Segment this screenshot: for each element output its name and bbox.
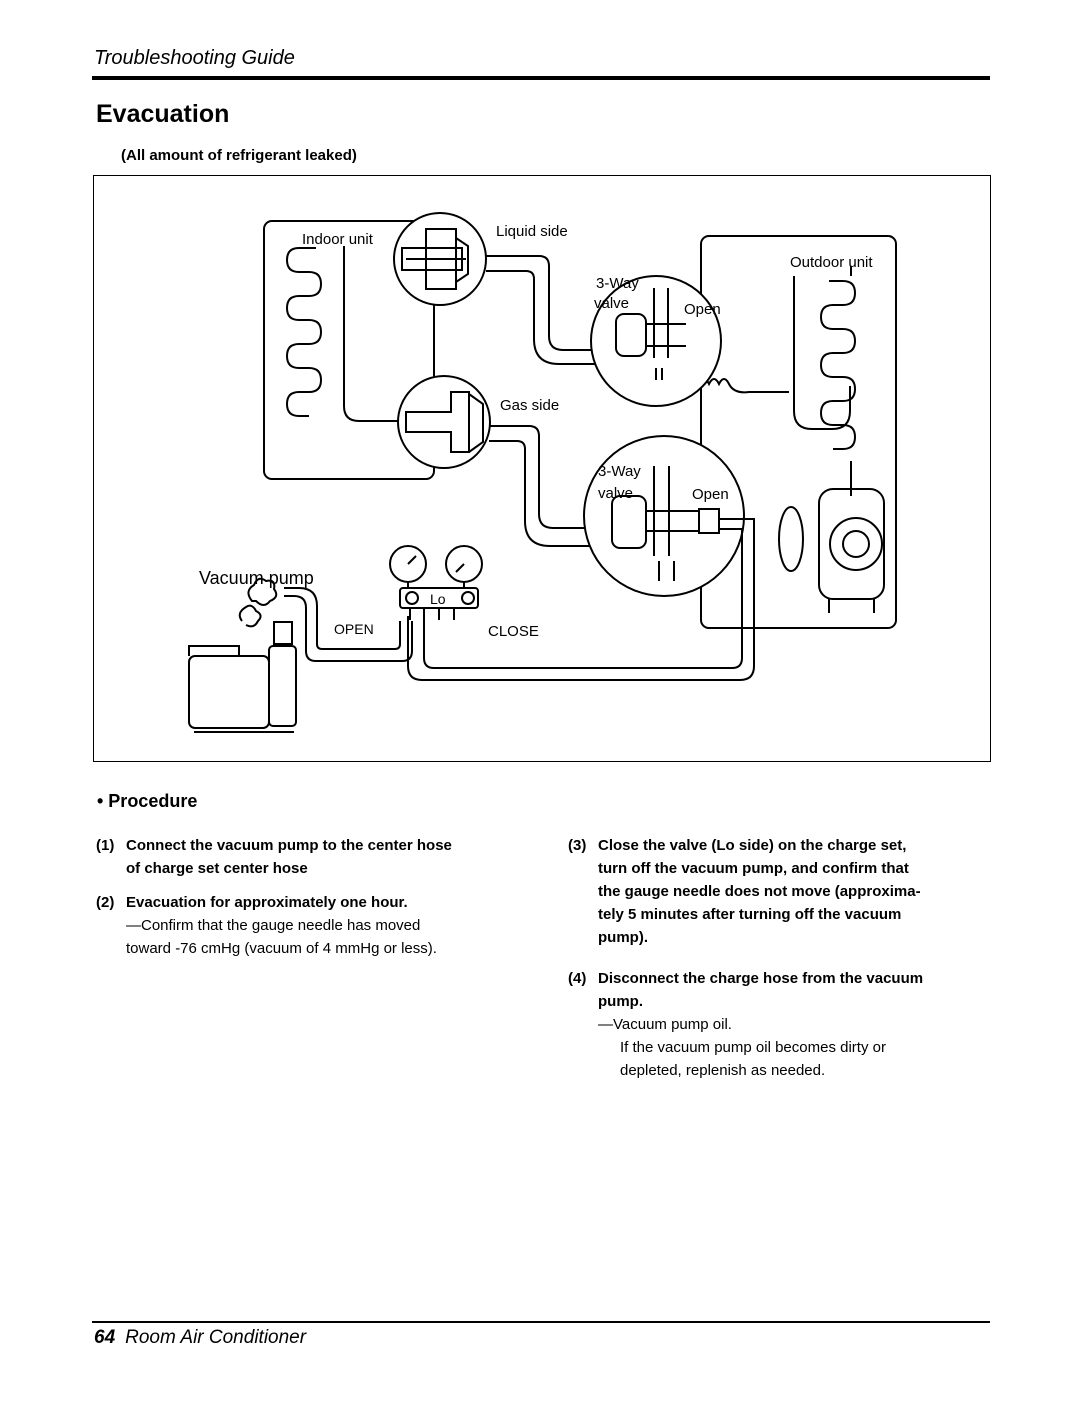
- step-note: —Vacuum pump oil.: [598, 1016, 732, 1033]
- procedure-step-2: (2) Evacuation for approximately one hou…: [96, 891, 526, 914]
- procedure-step-1: (1) Connect the vacuum pump to the cente…: [96, 834, 526, 880]
- page-footer: 64 Room Air Conditioner: [94, 1327, 306, 1349]
- step-number: (3): [568, 837, 587, 854]
- step-note: depleted, replenish as needed.: [620, 1062, 826, 1079]
- indoor-unit-body: [263, 220, 435, 480]
- section-subheading: (All amount of refrigerant leaked): [121, 147, 357, 164]
- manifold-close-label: CLOSE: [488, 623, 539, 640]
- step-text: Close the valve (Lo side) on the charge …: [598, 837, 907, 854]
- evacuation-diagram-drawing: Indoor unit Liquid side Outdoor unit 3-W…: [188, 212, 897, 733]
- procedure-column-right: (3) Close the valve (Lo side) on the cha…: [568, 834, 993, 1082]
- header-rule: [92, 76, 990, 80]
- procedure-step-4: (4) Disconnect the charge hose from the …: [568, 967, 993, 1013]
- step-note: If the vacuum pump oil becomes dirty or: [620, 1039, 886, 1056]
- procedure-step-3: (3) Close the valve (Lo side) on the cha…: [568, 834, 993, 949]
- procedure-column-left: (1) Connect the vacuum pump to the cente…: [96, 834, 526, 960]
- liquid-valve-valve-label: valve: [594, 295, 629, 312]
- header-title: Troubleshooting Guide: [94, 47, 295, 69]
- gas-side-label: Gas side: [500, 397, 559, 414]
- outdoor-pipe-right: [793, 276, 851, 430]
- gas-valve-valve-label: valve: [598, 485, 633, 502]
- exhaust-puff: [238, 577, 278, 628]
- evacuation-diagram: Indoor unit Liquid side Outdoor unit 3-W…: [93, 175, 991, 762]
- outdoor-unit-label: Outdoor unit: [790, 254, 873, 271]
- liquid-3way-valve-magnifier: [590, 275, 722, 407]
- step-text: tely 5 minutes after turning off the vac…: [598, 906, 902, 923]
- footer-title: Room Air Conditioner: [125, 1327, 307, 1348]
- step-text: pump.: [598, 993, 643, 1010]
- step-note: toward -76 cmHg (vacuum of 4 mmHg or les…: [126, 940, 437, 957]
- vacuum-pump-body: [188, 655, 270, 729]
- step-text: pump).: [598, 929, 648, 946]
- pump-fitting: [273, 621, 293, 645]
- step-text: Disconnect the charge hose from the vacu…: [598, 970, 924, 987]
- compressor-port: [829, 517, 883, 571]
- gas-flare-magnifier: [397, 375, 491, 469]
- manifold-open-label: OPEN: [334, 621, 374, 637]
- step-number: (1): [96, 837, 115, 854]
- liquid-pipe: [486, 255, 629, 365]
- manifold-lo-label: Lo: [430, 591, 446, 607]
- charge-hose: [407, 518, 755, 681]
- gas-valve-open-label: Open: [692, 486, 729, 503]
- indoor-pipe: [343, 246, 404, 422]
- step-text: of charge set center hose: [126, 860, 308, 877]
- step-text: Evacuation for approximately one hour.: [126, 894, 408, 911]
- page-number: 64: [94, 1327, 116, 1348]
- section-title: Evacuation: [96, 100, 230, 128]
- indoor-unit-label: Indoor unit: [302, 231, 374, 248]
- liquid-valve-open-label: Open: [684, 301, 721, 318]
- compressor: [818, 488, 885, 600]
- step-number: (2): [96, 894, 115, 911]
- procedure-title: • Procedure: [97, 791, 198, 811]
- footer-rule: [92, 1321, 990, 1323]
- indoor-coil: [285, 247, 323, 417]
- step-text: the gauge needle does not move (approxim…: [598, 883, 921, 900]
- vacuum-pump-label: Vacuum pump: [199, 568, 314, 588]
- step-number: (4): [568, 970, 587, 987]
- accumulator: [778, 506, 804, 572]
- vacuum-pump-hose: [284, 587, 413, 662]
- liquid-valve-way-label: 3-Way: [596, 275, 639, 292]
- step-text: turn off the vacuum pump, and confirm th…: [598, 860, 909, 877]
- liquid-side-label: Liquid side: [496, 223, 568, 240]
- step-text: Connect the vacuum pump to the center ho…: [126, 837, 452, 854]
- gas-3way-valve-magnifier: [583, 435, 745, 597]
- outdoor-coil: [819, 280, 857, 450]
- gas-pipe: [489, 425, 629, 547]
- outdoor-unit-body: [700, 235, 897, 629]
- gas-valve-way-label: 3-Way: [598, 463, 641, 480]
- step-note: —Confirm that the gauge needle has moved: [126, 917, 421, 934]
